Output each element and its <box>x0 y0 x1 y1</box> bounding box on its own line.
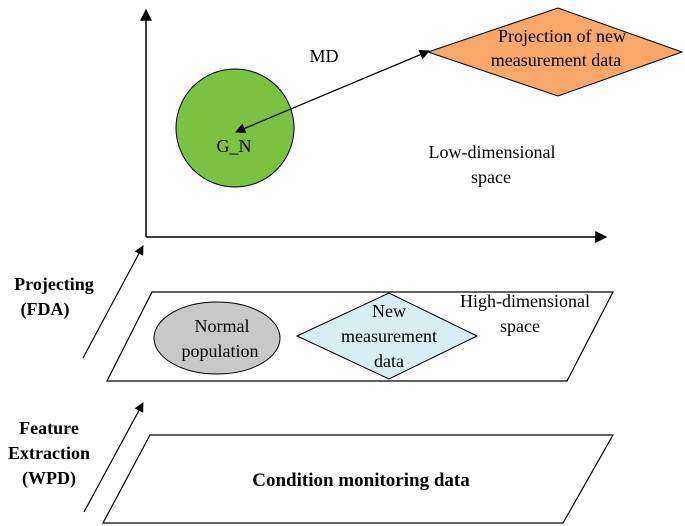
normal-population-ellipse <box>153 301 281 375</box>
new-label-line1: New <box>372 301 406 321</box>
projecting-arrow <box>82 245 144 359</box>
low-dimensional-panel: G_N Projection of new measurement data M… <box>140 7 684 243</box>
md-label: MD <box>309 46 338 66</box>
feature-label-line1: Feature <box>19 418 79 438</box>
low-dimensional-label-line1: Low-dimensional <box>429 142 556 162</box>
projection-label-line1: Projection of new <box>498 26 626 46</box>
feature-label-line3: (WPD) <box>22 468 76 489</box>
projecting-label-line1: Projecting <box>14 274 94 294</box>
md-distance-arrow <box>235 49 430 134</box>
new-label-line3: data <box>374 351 404 371</box>
projection-label-line2: measurement data <box>491 50 621 70</box>
high-dimensional-panel: Normal population New measurement data H… <box>106 291 614 382</box>
cluster-label: G_N <box>217 136 252 156</box>
feature-extraction-step: Feature Extraction (WPD) <box>8 402 144 513</box>
high-dimensional-label-line2: space <box>500 316 540 336</box>
low-dimensional-label-line2: space <box>471 167 511 187</box>
condition-monitoring-label: Condition monitoring data <box>252 470 470 491</box>
new-label-line2: measurement <box>341 326 437 346</box>
condition-monitoring-plane <box>101 434 615 524</box>
normal-label-line1: Normal <box>195 316 250 336</box>
normal-cluster-circle <box>175 68 295 188</box>
projecting-step: Projecting (FDA) <box>14 245 144 359</box>
high-dimensional-label-line1: High-dimensional <box>460 291 590 311</box>
feature-label-line2: Extraction <box>8 443 90 463</box>
feature-extraction-arrow <box>83 402 144 513</box>
new-measurement-diamond <box>295 292 479 380</box>
projection-diamond <box>426 7 684 97</box>
condition-monitoring-panel: Condition monitoring data <box>101 434 615 524</box>
normal-label-line2: population <box>182 341 259 361</box>
projecting-label-line2: (FDA) <box>21 299 70 320</box>
